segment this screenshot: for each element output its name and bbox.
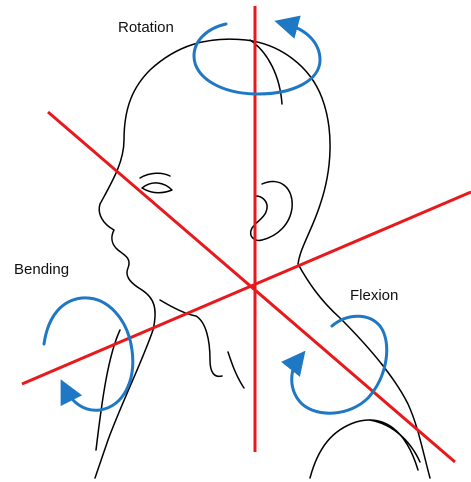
axes bbox=[22, 6, 471, 462]
rotation-loop bbox=[194, 24, 320, 94]
motion-arrows bbox=[44, 24, 387, 413]
ear bbox=[251, 181, 292, 240]
rotation-arrow-icon bbox=[194, 24, 320, 94]
bending-label: Bending bbox=[14, 262, 69, 277]
eye bbox=[142, 183, 172, 193]
neck-back-line bbox=[228, 352, 244, 388]
eyebrow bbox=[140, 173, 170, 178]
rotation-label: Rotation bbox=[118, 20, 174, 35]
head-profile bbox=[95, 39, 430, 478]
bending-axis bbox=[22, 192, 471, 384]
flexion-label: Flexion bbox=[350, 288, 398, 303]
head-outline bbox=[95, 39, 430, 478]
flexion-loop bbox=[292, 316, 387, 413]
shoulder-line bbox=[310, 420, 418, 478]
flexion-arrow-icon bbox=[292, 316, 387, 413]
